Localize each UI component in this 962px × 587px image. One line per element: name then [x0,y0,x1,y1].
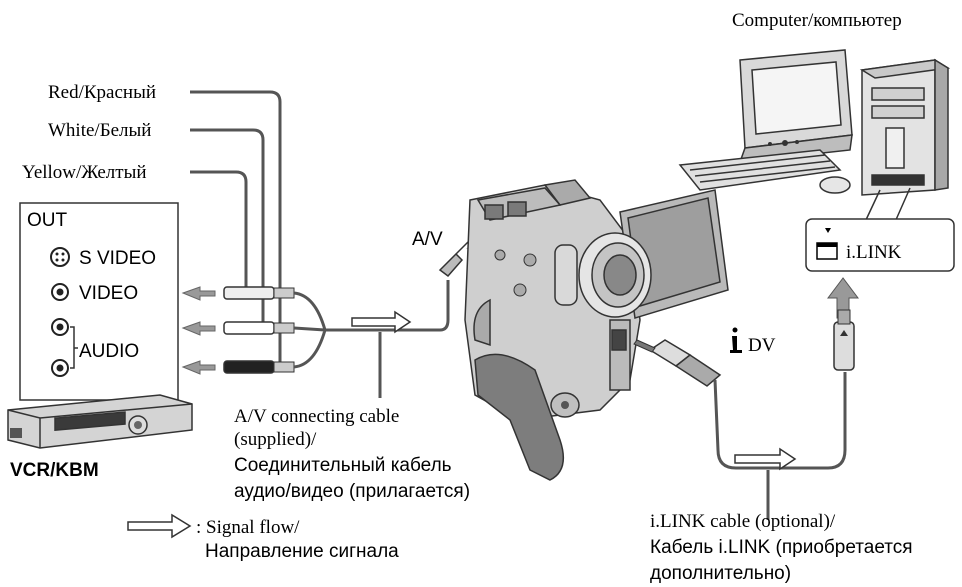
vcr-label-ru: KBM [55,460,98,481]
ilink-cable-caption-line3: дополнительно) [650,563,791,584]
vcr-label-group: VCR/KBM [10,460,99,481]
av-cable-caption-line2: (supplied)/ [234,429,317,450]
computer-label: Computer/компьютер [732,10,902,31]
left-arrow-icon [181,360,216,375]
ilink-port-callout: i.LINK [805,218,955,272]
ilink-port-label: i.LINK [846,242,902,263]
legend-signal-flow-arrow-icon [127,513,192,539]
audio-label: AUDIO [79,341,139,362]
av-cable-caption-line4: аудио/видео (прилагается) [234,481,470,502]
red-cable-label: Red/Красный [48,82,156,103]
audio-right-jack-icon [51,359,69,377]
ilink-plug [833,309,855,371]
vcr-label: VCR/ [10,460,56,481]
av-label: A/V [412,229,443,250]
yellow-cable-label: Yellow/Желтый [22,162,147,183]
av-cable-caption-line3: Соединительный кабель [234,455,452,476]
rca-plugs [223,286,295,374]
camcorder-illustration [464,179,729,481]
dv-plug [633,339,722,387]
ilink-cable-caption-line2: Кабель i.LINK (приобретается [650,537,913,558]
white-cable-label: White/Белый [48,120,151,141]
left-arrow-icon [181,286,216,301]
ilink-cable-caption-line1: i.LINK cable (optional)/ [650,511,836,532]
video-jack-icon [51,283,69,301]
vcr-illustration [7,394,193,449]
left-arrow-icon [181,321,216,336]
signal-flow-legend-line2: Направление сигнала [205,541,399,562]
audio-left-jack-icon [51,318,69,336]
computer-illustration [678,49,951,223]
dv-label: DV [748,335,776,356]
signal-flow-arrow-icon [351,310,412,334]
av-cable-caption-line1: A/V connecting cable [234,406,399,427]
signal-flow-arrow-icon [734,447,797,471]
out-label: OUT [27,210,68,231]
s-video-jack-icon [50,247,70,267]
video-label: VIDEO [79,283,138,304]
s-video-label: S VIDEO [79,248,156,269]
triangle-marker-icon [825,228,831,233]
signal-flow-legend-line1: : Signal flow/ [196,517,300,538]
dv-ilink-symbol-icon [730,327,742,353]
